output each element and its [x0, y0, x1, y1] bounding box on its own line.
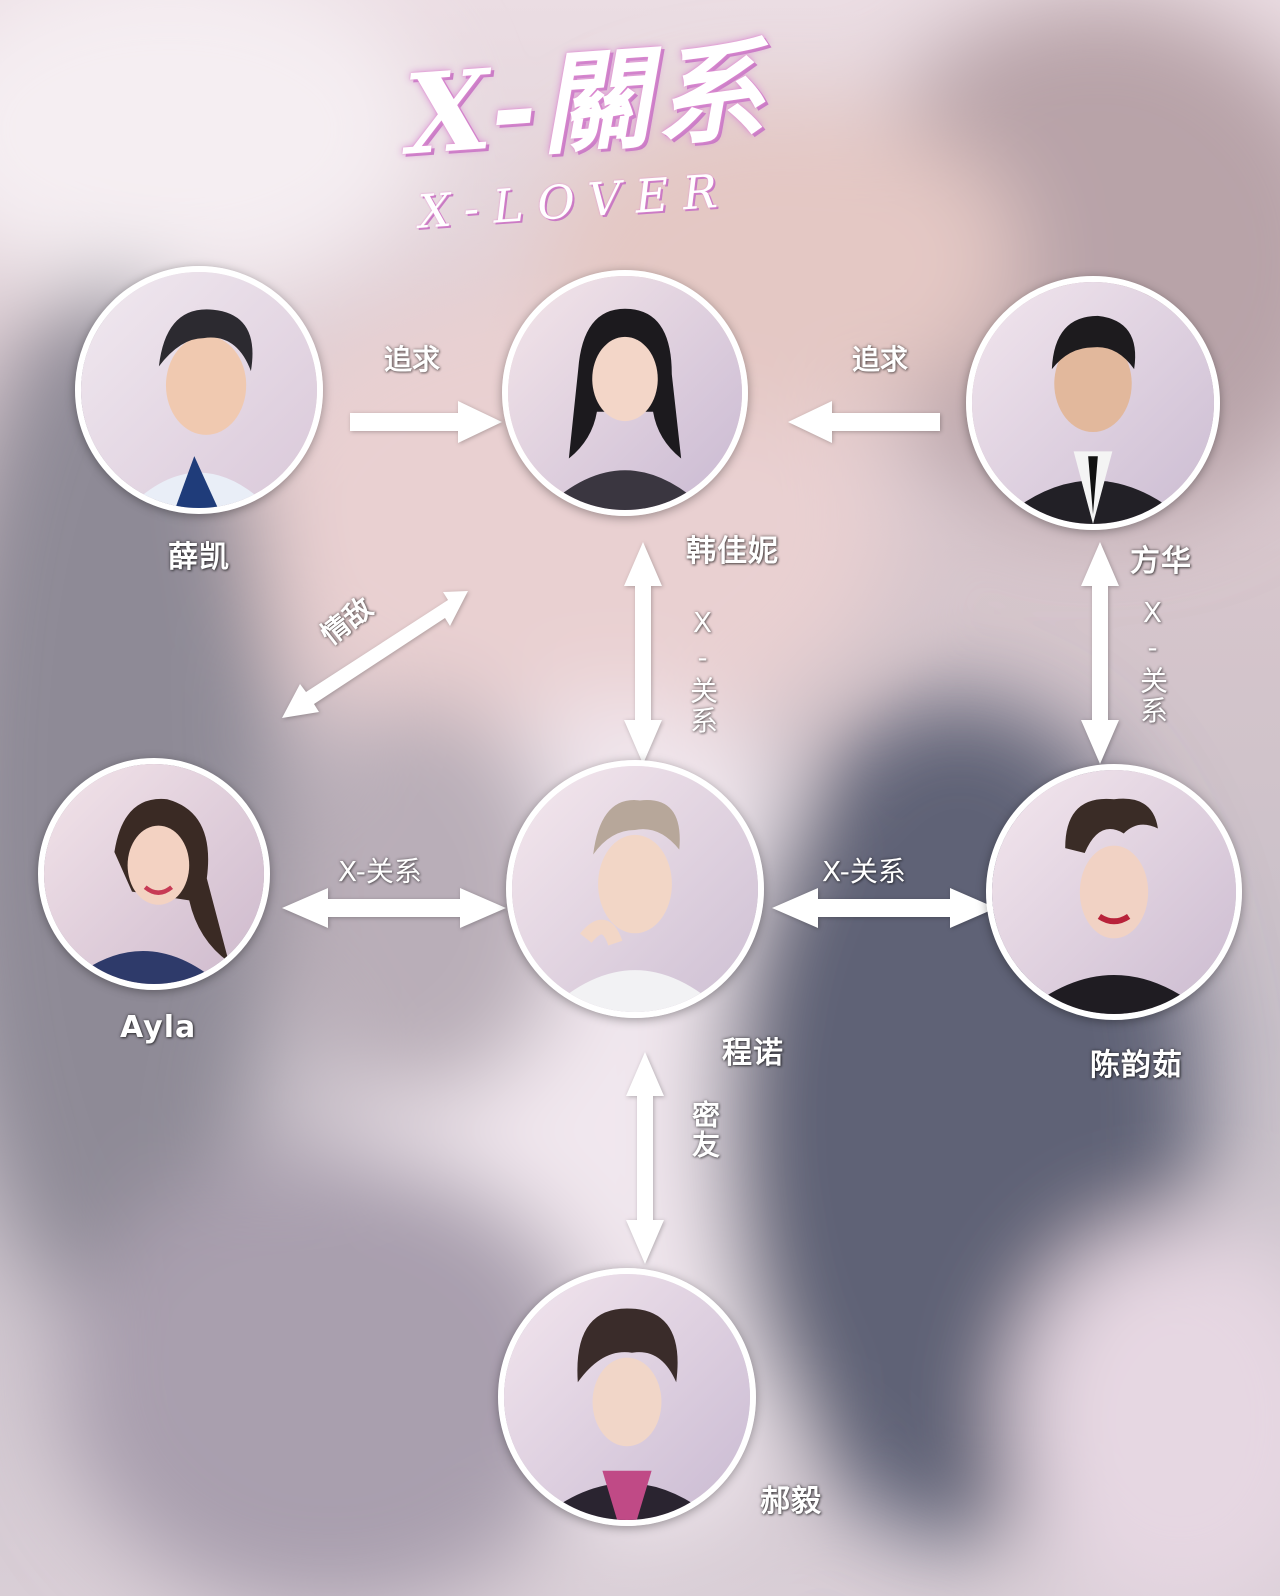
person-xuekai	[75, 266, 323, 514]
person-hanjiani	[502, 270, 748, 516]
arrow-fanghua-chenyiru	[1081, 542, 1119, 764]
name-fanghua: 方华	[1130, 544, 1192, 579]
relation-label-close-friend: 密友	[688, 1100, 721, 1160]
portrait-chengnuo	[512, 766, 758, 1012]
arrow-hanjiani-chengnuo	[624, 542, 662, 764]
name-chengnuo: 程诺	[722, 1036, 784, 1071]
relation-label-x-chenyiru: X-关系	[822, 855, 906, 888]
name-haoyi: 郝毅	[760, 1484, 822, 1519]
person-haoyi	[498, 1268, 756, 1526]
portrait-fanghua	[972, 282, 1214, 524]
relation-label-x-fanghua: X-关系	[1136, 596, 1169, 726]
portrait-hanjiani	[508, 276, 742, 510]
arrow-chengnuo-haoyi	[626, 1052, 664, 1264]
portrait-haoyi	[504, 1274, 750, 1520]
portrait-xuekai	[81, 272, 317, 508]
arrow-xuekai-hanjiani	[350, 401, 502, 443]
person-ayla	[38, 758, 270, 990]
person-fanghua	[966, 276, 1220, 530]
person-chenyiru	[986, 764, 1242, 1020]
relation-label-pursue-left: 追求	[384, 343, 441, 376]
relation-label-pursue-right: 追求	[852, 343, 909, 376]
name-ayla: Ayla	[120, 1010, 197, 1045]
arrow-xuekai-ayla	[282, 591, 468, 718]
name-xuekai: 薛凯	[168, 540, 230, 575]
relation-label-x-ayla: X-关系	[338, 855, 422, 888]
arrow-ayla-chengnuo	[282, 888, 506, 928]
arrow-fanghua-hanjiani	[788, 401, 940, 443]
name-chenyiru: 陈韵茹	[1090, 1048, 1183, 1083]
portrait-ayla	[44, 764, 264, 984]
name-hanjiani: 韩佳妮	[686, 534, 779, 569]
relation-label-x-hanjiani: X-关系	[686, 606, 719, 736]
person-chengnuo	[506, 760, 764, 1018]
portrait-chenyiru	[992, 770, 1236, 1014]
arrow-chengnuo-chenyiru	[772, 888, 996, 928]
